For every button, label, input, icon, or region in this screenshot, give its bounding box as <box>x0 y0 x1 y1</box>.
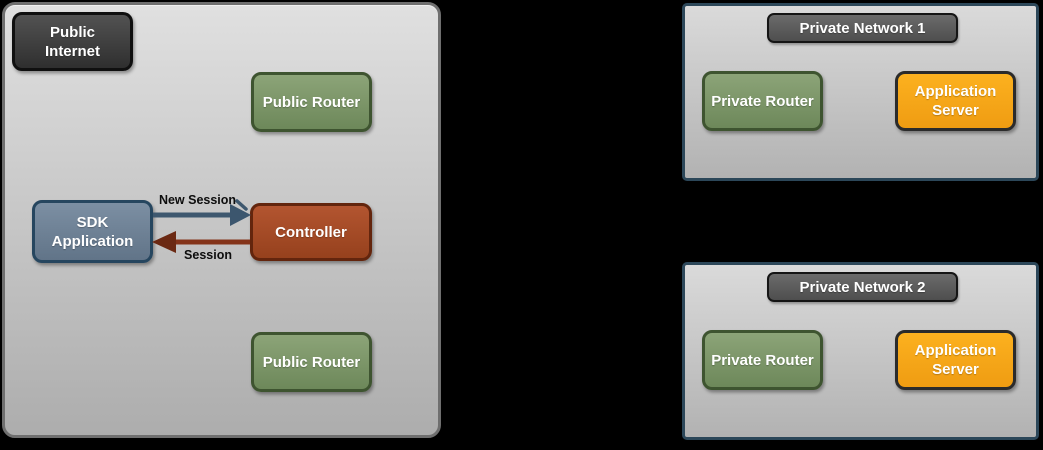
sdk-application-node: SDK Application <box>32 200 153 263</box>
controller-node: Controller <box>250 203 372 261</box>
private-network-1-title-badge: Private Network 1 <box>767 13 958 43</box>
private-router-1-node: Private Router <box>702 71 823 131</box>
public-router-top-label: Public Router <box>262 93 361 111</box>
private-router-1-label: Private Router <box>711 92 814 110</box>
private-network-1-title: Private Network 1 <box>799 19 926 37</box>
private-network-2-title-badge: Private Network 2 <box>767 272 958 302</box>
application-server-1-node: Application Server <box>895 71 1016 131</box>
private-router-2-node: Private Router <box>702 330 823 390</box>
public-internet-zone: Public Internet Public Router SDK Applic… <box>2 2 441 438</box>
application-server-1-label: Application Server <box>914 83 997 119</box>
sdk-application-label: SDK Application <box>51 213 134 250</box>
public-router-bottom-label: Public Router <box>262 353 361 371</box>
private-network-2-panel: Private Network 2 Private Router Applica… <box>682 262 1039 440</box>
new-session-arrow-label: New Session <box>158 193 237 207</box>
public-router-top-node: Public Router <box>251 72 372 132</box>
session-arrow-label: Session <box>184 248 232 262</box>
public-internet-label-node: Public Internet <box>12 12 133 71</box>
public-internet-label: Public Internet <box>44 23 100 60</box>
public-router-bottom-node: Public Router <box>251 332 372 392</box>
private-network-1-panel: Private Network 1 Private Router Applica… <box>682 3 1039 181</box>
private-network-2-title: Private Network 2 <box>799 278 926 296</box>
controller-label: Controller <box>275 223 347 241</box>
private-router-2-label: Private Router <box>711 351 814 369</box>
application-server-2-label: Application Server <box>914 342 997 378</box>
application-server-2-node: Application Server <box>895 330 1016 390</box>
